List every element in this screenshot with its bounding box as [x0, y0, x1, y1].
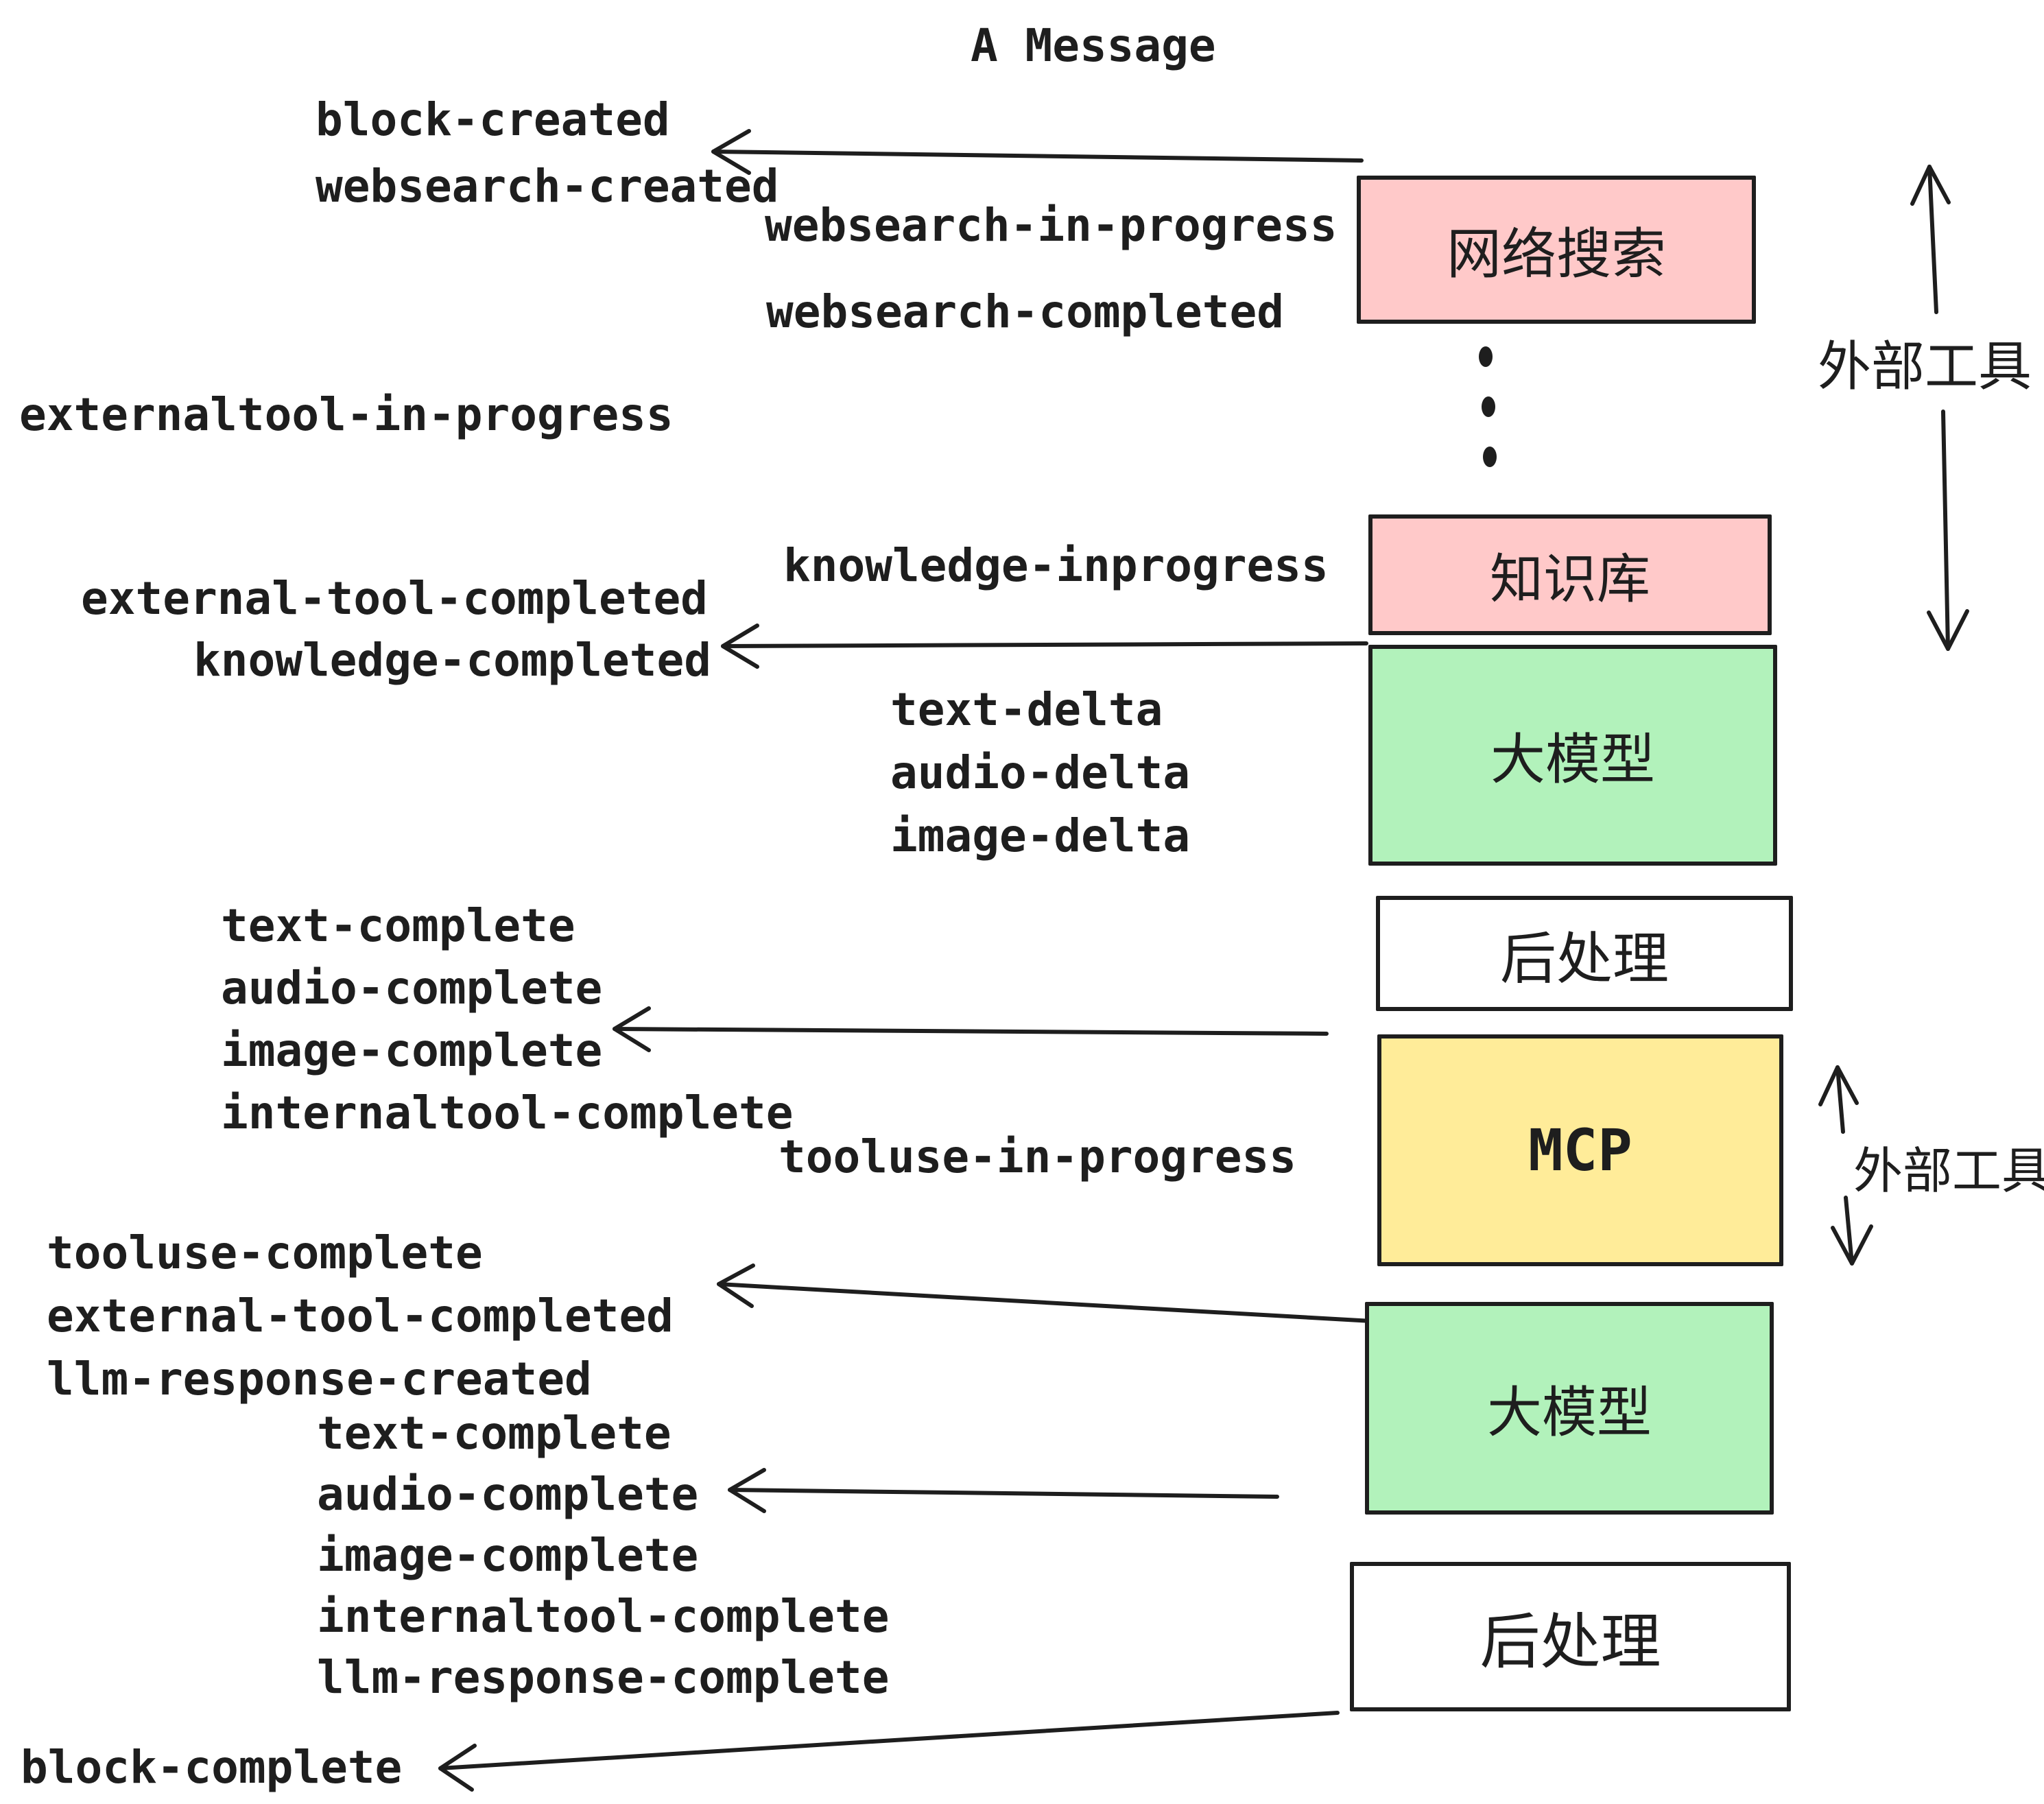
external-tools-top-down-arrow — [1927, 410, 1969, 651]
event-block-created: block-created — [316, 93, 670, 146]
ellipsis-dot — [1479, 346, 1493, 367]
event-image-complete-2: image-complete — [317, 1529, 699, 1582]
event-audio-delta: audio-delta — [890, 746, 1191, 799]
box-mcp-label: MCP — [1528, 1117, 1632, 1184]
event-websearch-created: websearch-created — [316, 160, 779, 213]
box-llm-top: 大模型 — [1368, 645, 1777, 866]
event-block-complete: block-complete — [21, 1741, 403, 1794]
box-llm-bottom: 大模型 — [1365, 1302, 1774, 1515]
event-tooluse-in-progress: tooluse-in-progress — [779, 1130, 1296, 1183]
external-tools-label-mid: 外部工具 — [1853, 1142, 2044, 1200]
box-mcp: MCP — [1377, 1034, 1783, 1266]
box-knowledge: 知识库 — [1368, 514, 1772, 635]
box-post-top: 后处理 — [1376, 896, 1793, 1011]
event-external-tool-completed-2: external-tool-completed — [47, 1290, 674, 1342]
box-llm-top-label: 大模型 — [1490, 728, 1655, 792]
event-text-complete-2: text-complete — [317, 1407, 672, 1460]
external-tools-label-top: 外部工具 — [1818, 336, 2032, 398]
arrow-to-image-complete — [613, 1006, 1329, 1052]
external-tools-mid-up-arrow — [1818, 1065, 1859, 1134]
external-tools-mid-down-arrow — [1831, 1196, 1873, 1266]
event-knowledge-inprogress: knowledge-inprogress — [783, 539, 1329, 592]
box-websearch-label: 网络搜索 — [1447, 222, 1666, 286]
external-tools-top-up-arrow — [1910, 165, 1951, 314]
event-audio-complete: audio-complete — [221, 962, 603, 1014]
ellipsis-dot — [1482, 396, 1495, 417]
box-post-bottom-label: 后处理 — [1479, 1606, 1661, 1677]
event-internaltool-complete-2: internaltool-complete — [317, 1590, 890, 1643]
box-post-bottom: 后处理 — [1350, 1562, 1791, 1711]
ellipsis-dot — [1483, 447, 1497, 467]
box-llm-bottom-label: 大模型 — [1487, 1381, 1652, 1445]
diagram-title: A Message — [971, 19, 1216, 72]
event-websearch-completed: websearch-completed — [766, 285, 1284, 338]
event-text-complete: text-complete — [221, 899, 575, 952]
box-post-top-label: 后处理 — [1499, 926, 1669, 992]
event-external-tool-completed: external-tool-completed — [81, 572, 708, 625]
event-text-delta: text-delta — [890, 683, 1163, 736]
event-websearch-in-progress: websearch-in-progress — [765, 199, 1338, 252]
arrow-to-external-tool-completed — [717, 1263, 1374, 1323]
event-image-complete: image-complete — [221, 1024, 603, 1077]
event-llm-response-complete: llm-response-complete — [317, 1651, 890, 1704]
event-internaltool-complete: internaltool-complete — [221, 1087, 794, 1139]
event-knowledge-completed: knowledge-completed — [193, 634, 711, 687]
arrow-to-block-complete — [438, 1711, 1340, 1792]
arrow-to-block-created — [711, 129, 1364, 175]
arrow-to-audio-complete — [728, 1468, 1279, 1513]
event-externaltool-in-progress: externaltool-in-progress — [19, 388, 674, 441]
arrow-to-knowledge-completed — [721, 624, 1368, 669]
event-audio-complete-2: audio-complete — [317, 1468, 699, 1521]
box-websearch: 网络搜索 — [1357, 176, 1756, 324]
event-llm-response-created: llm-response-created — [47, 1353, 592, 1405]
event-image-delta: image-delta — [890, 809, 1191, 862]
box-knowledge-label: 知识库 — [1489, 549, 1650, 610]
event-tooluse-complete: tooluse-complete — [47, 1226, 483, 1279]
